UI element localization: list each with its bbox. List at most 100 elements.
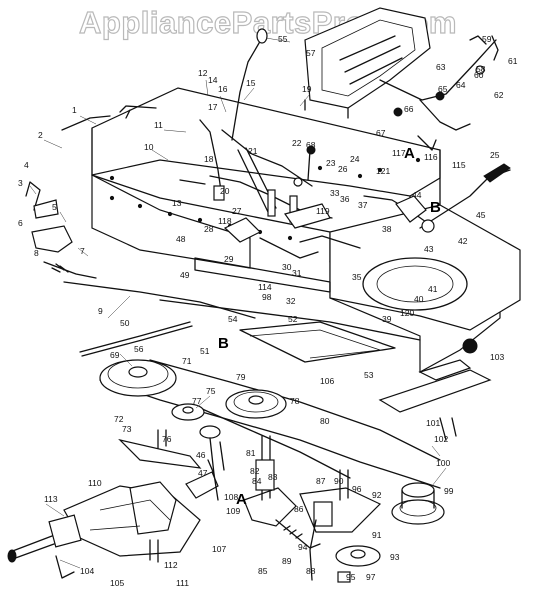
part-label: 38: [382, 224, 392, 234]
part-label: 23: [326, 158, 336, 168]
right-bracket: [378, 359, 492, 441]
part-label: 8: [34, 248, 39, 258]
part-label: 36: [340, 194, 350, 204]
part-label: 29: [224, 254, 234, 264]
part-label: 109: [226, 506, 240, 516]
part-label: 43: [424, 244, 434, 254]
part-label: 71: [182, 356, 192, 366]
part-label: 40: [414, 294, 424, 304]
part-label: 94: [298, 542, 308, 552]
part-label: 76: [162, 434, 172, 444]
part-label: 101: [426, 418, 440, 428]
part-label: 13: [172, 198, 182, 208]
part-label: 115: [452, 160, 466, 170]
part-label: 120: [400, 308, 414, 318]
part-label: 100: [436, 458, 450, 468]
part-label: 116: [424, 152, 438, 162]
part-label: 78: [290, 396, 300, 406]
part-label: 67: [376, 128, 386, 138]
part-label: 3: [18, 178, 23, 188]
part-label: 39: [382, 314, 392, 324]
part-label: 48: [176, 234, 186, 244]
part-label: 35: [352, 272, 362, 282]
part-label: 79: [236, 372, 246, 382]
part-label: 54: [228, 314, 238, 324]
part-label: 52: [288, 314, 298, 324]
part-label: 110: [88, 478, 102, 488]
part-label: 80: [320, 416, 330, 426]
part-label: 20: [220, 186, 230, 196]
part-label: 7: [80, 246, 85, 256]
part-label: 108: [224, 492, 238, 502]
part-label: 88: [306, 566, 316, 576]
part-label: 14: [208, 75, 218, 85]
part-label: 91: [372, 530, 382, 540]
part-label: 77: [192, 396, 202, 406]
part-label: 11: [154, 120, 163, 130]
part-label: 42: [458, 236, 468, 246]
part-number-labels: 1 2 3 4 5 6 7 8 9 10 11 12 13 14 15 16 1…: [18, 34, 518, 588]
part-label: 64: [456, 80, 466, 90]
part-label: 61: [508, 56, 518, 66]
part-label: 51: [200, 346, 210, 356]
part-label: 27: [232, 206, 242, 216]
part-label: 73: [122, 424, 132, 434]
part-label: 60: [474, 70, 484, 80]
part-label: 53: [364, 370, 374, 380]
part-label: 47: [198, 468, 208, 478]
part-label: 65: [438, 84, 448, 94]
pulley-belt-system: [99, 359, 445, 567]
part-label: 81: [246, 448, 256, 458]
part-label: 12: [198, 68, 208, 78]
part-label: 46: [196, 450, 206, 460]
part-label: 114: [258, 282, 272, 292]
part-label: 41: [428, 284, 438, 294]
part-label: 83: [268, 472, 278, 482]
part-label: 87: [316, 476, 326, 486]
part-label: 84: [252, 476, 262, 486]
part-label: 4: [24, 160, 29, 170]
part-label: 62: [494, 90, 504, 100]
part-label: 102: [434, 434, 448, 444]
part-label: 111: [176, 578, 189, 588]
part-label: 50: [120, 318, 130, 328]
part-label: 103: [490, 352, 504, 362]
part-label: 112: [164, 560, 178, 570]
part-label: 106: [320, 376, 334, 386]
seat-mount-panel: [304, 7, 431, 119]
part-label: 85: [258, 566, 268, 576]
part-label: 32: [286, 296, 296, 306]
part-label: 72: [114, 414, 124, 424]
part-label: 56: [134, 344, 144, 354]
part-label: 25: [490, 150, 500, 160]
part-label: 90: [334, 476, 344, 486]
part-label: 113: [44, 494, 58, 504]
part-label: 55: [278, 34, 288, 44]
part-label: 107: [212, 544, 226, 554]
part-label: 37: [358, 200, 368, 210]
part-label: 59: [482, 34, 492, 44]
part-label: 10: [144, 142, 154, 152]
part-label: 118: [218, 216, 232, 226]
part-label: 19: [302, 84, 312, 94]
part-label: 31: [292, 268, 302, 278]
part-label: 92: [372, 490, 382, 500]
part-label: 24: [350, 154, 360, 164]
part-label: 44: [412, 190, 422, 200]
part-label: 97: [366, 572, 376, 582]
part-label: 99: [444, 486, 454, 496]
left-side-hardware: [25, 115, 256, 357]
part-label: 68: [306, 140, 316, 150]
part-label: 26: [338, 164, 348, 174]
part-label: 49: [180, 270, 190, 280]
callout-a-upper: A: [404, 145, 415, 162]
part-label: 17: [208, 102, 218, 112]
part-label: 16: [218, 84, 228, 94]
part-label: 6: [18, 218, 23, 228]
part-label: 117: [392, 148, 406, 158]
part-label: 18: [204, 154, 214, 164]
part-label: 69: [110, 350, 120, 360]
part-label: 57: [306, 48, 316, 58]
part-label: 28: [204, 224, 214, 234]
part-label: 58: [476, 64, 486, 74]
